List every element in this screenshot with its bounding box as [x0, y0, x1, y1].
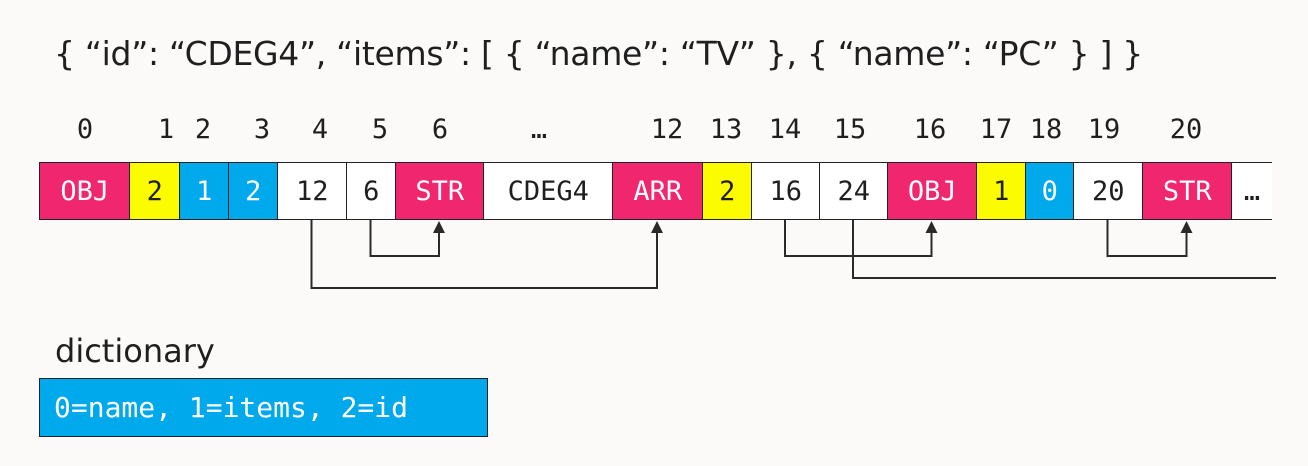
- buffer-cell-plain: 24: [819, 162, 889, 220]
- offset-label: 14: [768, 114, 802, 145]
- arrowhead-icon: [925, 221, 938, 233]
- offset-label: 17: [979, 114, 1013, 145]
- buffer-cell-plain: 20: [1073, 162, 1144, 220]
- offset-label: 3: [253, 114, 271, 145]
- buffer-cell-obj: ARR: [612, 162, 704, 220]
- arrowhead-icon: [1180, 221, 1193, 233]
- pointer-line: [1106, 220, 1188, 257]
- offset-label: 1: [157, 114, 175, 145]
- buffer-cell-plain: …: [1231, 162, 1272, 220]
- dictionary-label: dictionary: [55, 332, 215, 370]
- pointer-line: [852, 220, 1276, 279]
- buffer-cell-key: 2: [702, 162, 753, 220]
- buffer-cell-key: 2: [129, 162, 181, 220]
- offset-label: 4: [311, 114, 329, 145]
- offset-label: 20: [1169, 114, 1203, 145]
- buffer-cell-obj: OBJ: [887, 162, 978, 220]
- offset-label: 0: [76, 114, 94, 145]
- buffer-cell-plain: 12: [277, 162, 348, 220]
- offset-label: 5: [371, 114, 389, 145]
- buffer-cell-obj: STR: [395, 162, 485, 220]
- arrowhead-icon: [651, 221, 663, 233]
- offset-label: 12: [650, 114, 684, 145]
- buffer-cell-dict-ref: 2: [228, 162, 279, 220]
- buffer-cell-plain: CDEG4: [483, 162, 614, 220]
- pointer-line: [784, 220, 933, 257]
- offset-label: 13: [709, 114, 743, 145]
- buffer-cell-obj: OBJ: [39, 162, 131, 220]
- buffer-cell-plain: 16: [751, 162, 821, 220]
- buffer-cell-dict-ref: 1: [179, 162, 230, 220]
- arrowhead-icon: [433, 221, 445, 233]
- offset-label: 15: [833, 114, 867, 145]
- pointer-line: [310, 220, 658, 289]
- offset-label: 18: [1029, 114, 1063, 145]
- json-example-title: { “id”: “CDEG4”, “items”: [ { “name”: “T…: [54, 34, 1143, 73]
- offset-label: 16: [913, 114, 947, 145]
- offset-label: 19: [1087, 114, 1121, 145]
- dictionary-box: 0=name, 1=items, 2=id: [39, 378, 488, 437]
- offset-label: …: [530, 114, 548, 145]
- pointer-line: [369, 220, 440, 257]
- offset-label: 6: [431, 114, 449, 145]
- offset-label: 2: [194, 114, 212, 145]
